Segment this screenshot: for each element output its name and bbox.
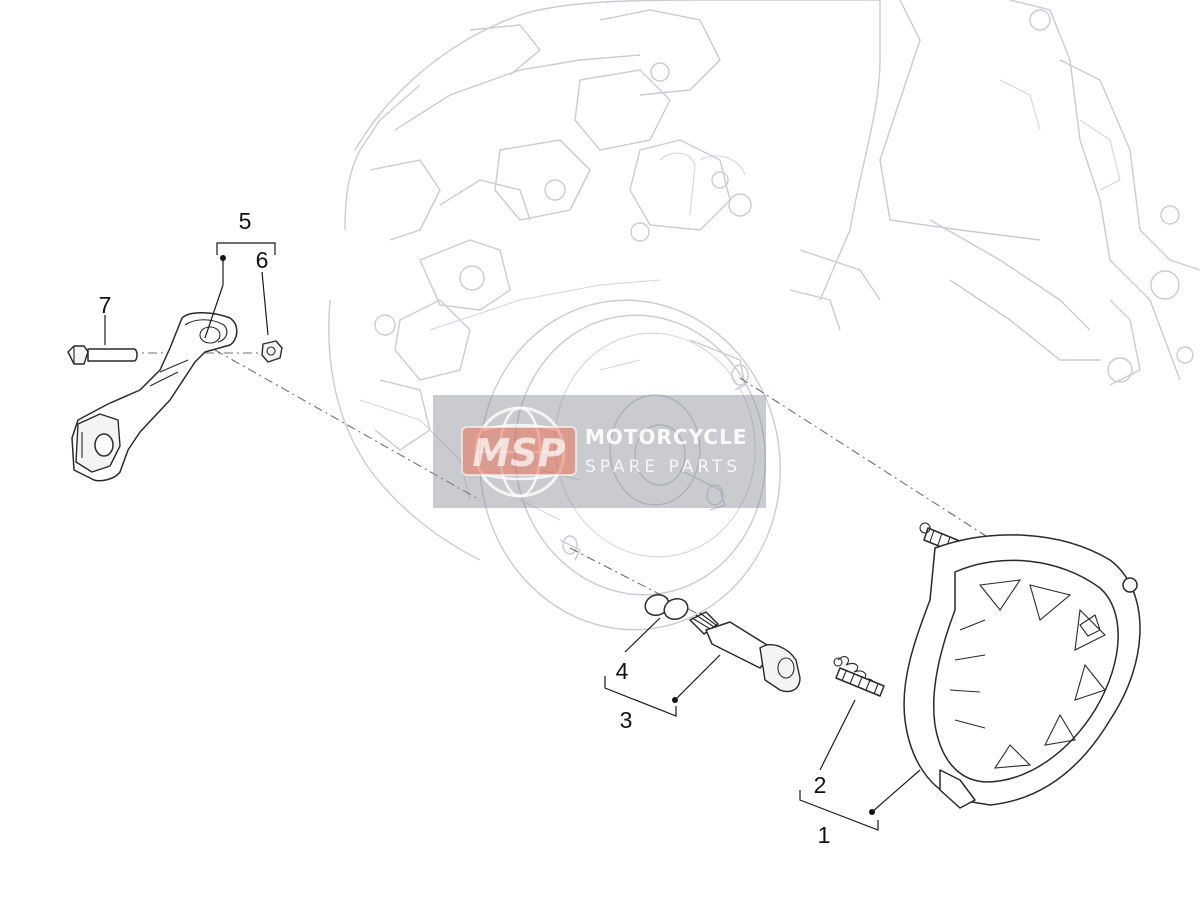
callout-3: 3 — [620, 707, 633, 733]
callout-7: 7 — [99, 292, 112, 318]
bolt-part — [67, 345, 138, 365]
watermark-line1: MOTORCYCLE — [585, 425, 747, 449]
callout-leaders — [104, 242, 921, 831]
callout-4: 4 — [616, 658, 629, 684]
callout-5: 5 — [239, 208, 252, 234]
callout-6: 6 — [256, 247, 269, 273]
engine-housing-ghost — [328, 0, 881, 561]
frame-ghost — [789, 0, 1200, 386]
brake-lever-part — [71, 312, 238, 482]
nut-part — [261, 340, 283, 363]
watermark: MSP MOTORCYCLE SPARE PARTS — [433, 395, 766, 508]
cam-shaft-part — [689, 611, 801, 693]
brake-shoes-part — [903, 534, 1141, 809]
watermark-line2: SPARE PARTS — [585, 457, 741, 477]
brake-drum-ghost — [478, 299, 782, 631]
watermark-logo: MSP — [472, 431, 565, 475]
callout-1: 1 — [818, 822, 831, 848]
o-rings-part — [644, 593, 689, 621]
globe-icon — [474, 406, 566, 498]
callout-2: 2 — [814, 772, 827, 798]
